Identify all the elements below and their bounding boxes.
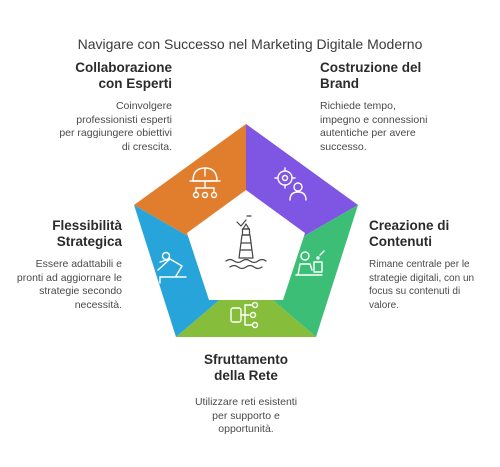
heading-line: Brand xyxy=(320,76,360,91)
heading-collaborazione: Collaborazione con Esperti xyxy=(2,60,172,92)
heading-line: Contenuti xyxy=(369,234,432,249)
lighthouse-icon xyxy=(225,215,267,270)
center-pentagon xyxy=(187,190,305,300)
diagram-title: Navigare con Successo nel Marketing Digi… xyxy=(77,36,423,52)
desc-line: strategie digitali, con un xyxy=(369,272,475,284)
desc-sfruttamento: Utilizzare reti esistenti per supporto e… xyxy=(156,396,336,437)
block-creazione: Creazione di Contenuti Rimane centrale p… xyxy=(369,218,499,312)
heading-line: Costruzione del xyxy=(320,60,422,75)
desc-creazione: Rimane centrale per le strategie digital… xyxy=(369,258,499,312)
desc-line: impegno e connessioni xyxy=(320,113,428,126)
desc-collaborazione: Coinvolgere professionisti esperti per r… xyxy=(2,100,172,154)
desc-line: Utilizzare reti esistenti xyxy=(194,396,298,408)
desc-line: Essere adattabili e xyxy=(35,258,122,270)
gear-person-icon xyxy=(274,167,307,201)
desc-line: necessità. xyxy=(74,298,122,311)
desc-line: successo. xyxy=(320,140,367,153)
desc-flessibilita: Essere adattabili e pronti ad aggiornare… xyxy=(2,258,122,312)
desc-line: pronti ad aggiornare le xyxy=(16,271,122,284)
desc-line: Coinvolgere xyxy=(115,100,172,112)
heading-flessibilita: Flessibilità Strategica xyxy=(2,218,122,250)
desc-line: focus su contenuti di xyxy=(369,286,461,297)
heading-line: Sfruttamento xyxy=(204,352,288,367)
desc-line: opportunità. xyxy=(218,423,274,435)
segment-sfruttamento xyxy=(176,290,316,337)
heading-line: con Esperti xyxy=(98,76,172,91)
heading-creazione: Creazione di Contenuti xyxy=(369,218,499,250)
desc-line: per raggiungere obiettivi xyxy=(59,127,172,139)
heading-line: Strategica xyxy=(56,234,122,249)
heading-line: Flessibilità xyxy=(52,218,122,233)
heading-line: Collaborazione xyxy=(75,60,172,75)
stretching-person-icon xyxy=(157,251,187,284)
desc-line: autentiche per avere xyxy=(320,127,416,139)
block-flessibilita: Flessibilità Strategica Essere adattabil… xyxy=(2,218,122,312)
desc-line: valore. xyxy=(369,299,400,311)
block-sfruttamento: Sfruttamento della Rete Utilizzare reti … xyxy=(156,352,336,437)
heading-line: Creazione di xyxy=(369,218,450,233)
desc-line: Rimane centrale per le xyxy=(369,259,470,270)
desc-line: per supporto e xyxy=(212,409,280,422)
block-collaborazione: Collaborazione con Esperti Coinvolgere p… xyxy=(2,60,172,154)
desc-line: strategie secondo xyxy=(39,285,122,297)
network-hub-icon xyxy=(230,301,259,329)
segment-flessibilita xyxy=(134,205,231,337)
segment-creazione xyxy=(261,205,358,337)
writer-icon xyxy=(295,250,325,276)
heading-line: della Rete xyxy=(214,368,278,383)
desc-costruzione: Richiede tempo, impegno e connessioni au… xyxy=(320,100,490,154)
helmet-network-icon xyxy=(189,167,221,199)
heading-sfruttamento: Sfruttamento della Rete xyxy=(156,352,336,384)
desc-line: professionisti esperti xyxy=(76,113,172,126)
desc-line: di crescita. xyxy=(121,140,172,153)
heading-costruzione: Costruzione del Brand xyxy=(320,60,490,92)
desc-line: Richiede tempo, xyxy=(320,100,396,112)
block-costruzione: Costruzione del Brand Richiede tempo, im… xyxy=(320,60,490,154)
